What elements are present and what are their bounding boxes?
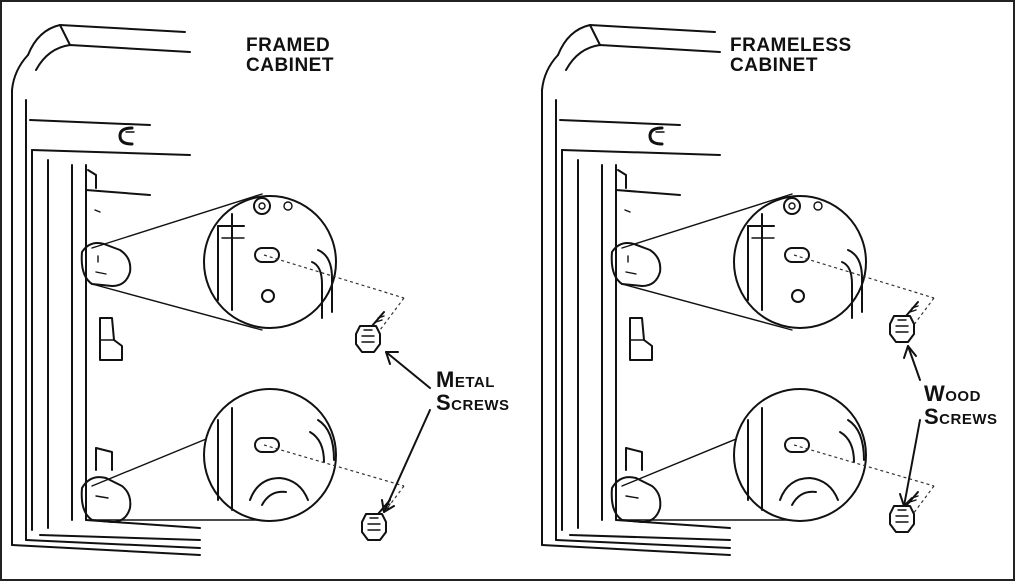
arrow-icon	[899, 345, 921, 507]
arrow-icon	[381, 351, 431, 513]
title-line-2: CABINET	[246, 54, 334, 76]
metal-screws-line-2: Screws	[436, 390, 510, 416]
title-line-1: FRAMELESS	[730, 35, 852, 56]
screw-icon	[889, 491, 919, 533]
metal-screws-label: Metal Screws	[436, 368, 510, 414]
framed-cabinet-illustration	[10, 23, 406, 557]
metal-screws-line-1: Metal	[436, 367, 495, 392]
frameless-cabinet-title: FRAMELESS CABINET	[730, 36, 852, 76]
frameless-cabinet-illustration	[540, 23, 936, 557]
screw-icon	[355, 311, 385, 353]
title-line-1: FRAMED	[246, 35, 331, 56]
screw-icon	[889, 301, 919, 343]
wood-screws-line-2: Screws	[924, 404, 998, 430]
wood-screws-label: Wood Screws	[924, 382, 998, 428]
wood-screws-line-1: Wood	[924, 381, 981, 406]
title-line-2: CABINET	[730, 54, 818, 76]
framed-cabinet-title: FRAMED CABINET	[246, 36, 334, 76]
